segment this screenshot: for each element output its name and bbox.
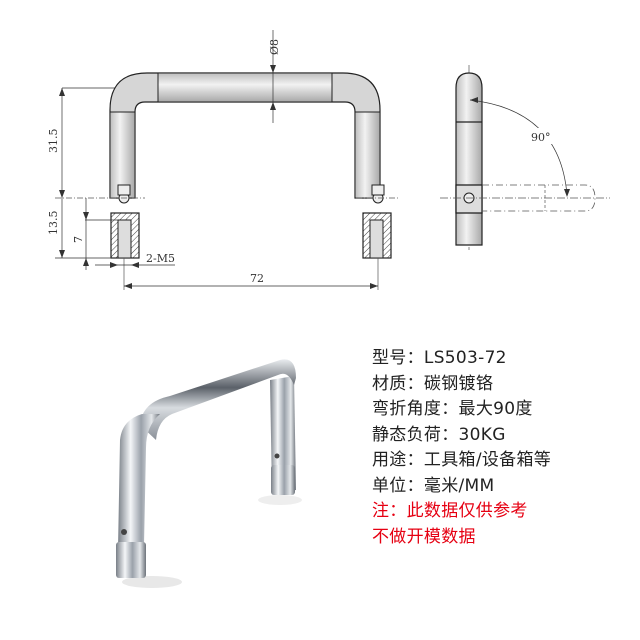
technical-drawing: Ø8 31.5 13.5 7 2-M5 72 [47, 30, 610, 290]
product-photo [116, 359, 302, 588]
spec-list: 型号：LS503-72 材质：碳钢镀铬 弯折角度：最大90度 静态负荷：30KG… [372, 346, 551, 550]
dim-angle: 90° [531, 131, 551, 144]
side-view: 90° [440, 65, 610, 250]
spec-usage: 用途：工具箱/设备箱等 [372, 450, 552, 470]
note-line-2: 不做开模数据 [372, 526, 476, 547]
dim-thread: 2-M5 [146, 252, 175, 265]
spec-bend-angle: 弯折角度：最大90度 [372, 399, 533, 419]
note-line-1: 注：此数据仅供参考 [372, 501, 528, 521]
dim-base-height: 13.5 [47, 211, 60, 236]
spec-static-load: 静态负荷：30KG [372, 424, 506, 445]
dim-thread-depth: 7 [72, 236, 85, 243]
dim-height-total: 31.5 [47, 129, 60, 154]
front-view: Ø8 31.5 13.5 7 2-M5 72 [47, 30, 400, 290]
spec-material: 材质：碳钢镀铬 [372, 373, 494, 394]
spec-model: 型号：LS503-72 [372, 348, 507, 368]
dim-width: 72 [250, 272, 264, 285]
spec-unit: 单位：毫米/MM [372, 475, 495, 496]
dim-diameter: Ø8 [268, 39, 281, 55]
